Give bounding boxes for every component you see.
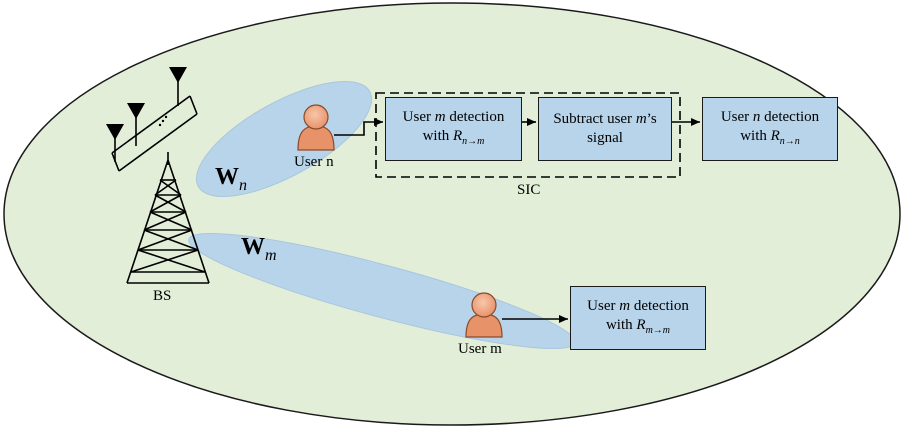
antenna-element-icon <box>127 103 145 119</box>
user-m-icon <box>465 292 503 338</box>
cell-coverage-area <box>3 2 901 426</box>
user-m-detection-box-1: User m detection with Rn→m <box>385 97 522 161</box>
ellipsis-dot-icon <box>158 123 162 127</box>
user-m-detection-box-2: User m detection with Rm→m <box>570 286 706 350</box>
subtract-signal-box: Subtract user m’s signal <box>538 97 672 161</box>
user-m-label: User m <box>458 341 502 357</box>
antenna-element-icon <box>169 67 187 83</box>
beam-label-wn: Wn <box>215 164 247 194</box>
sic-label: SIC <box>517 182 541 198</box>
ellipsis-dot-icon <box>161 119 165 123</box>
base-station-tower-icon <box>126 152 210 284</box>
bs-label: BS <box>153 288 172 304</box>
antenna-element-icon <box>106 124 124 140</box>
user-n-detection-box: User n detection with Rn→n <box>702 97 838 161</box>
user-n-label: User n <box>294 154 334 170</box>
beam-n <box>195 81 373 197</box>
beam-label-wm: Wm <box>241 234 277 264</box>
arrow-user-n-to-detection <box>334 118 383 136</box>
user-n-icon <box>297 104 335 151</box>
ellipsis-dot-icon <box>164 115 168 119</box>
sic-dashed-boundary <box>375 92 681 178</box>
